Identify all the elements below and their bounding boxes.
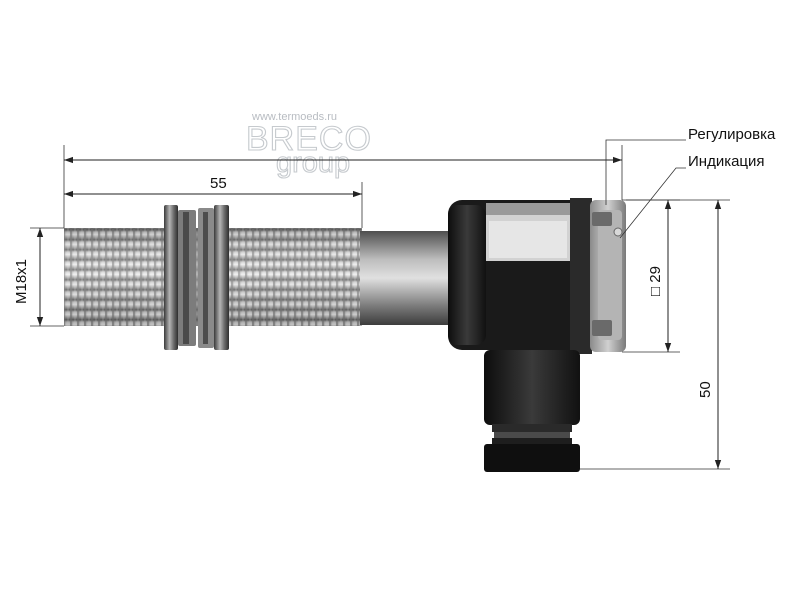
watermark-brand: BRECO [246, 120, 372, 158]
watermark-group: group [276, 147, 350, 179]
watermark-url: www.termoeds.ru [251, 111, 337, 123]
dimension-lines [30, 139, 730, 470]
callout-adjustment: Регулировка [688, 126, 776, 143]
mounting-nut-left [164, 205, 196, 350]
dim-housing-29: □ 29 [647, 266, 664, 296]
adjustment-cap [570, 198, 626, 354]
mounting-nut-right [198, 205, 229, 350]
dim-height-50: 50 [697, 381, 714, 398]
dim-thread-m18x1: M18x1 [13, 259, 30, 304]
cable-connector [484, 350, 580, 472]
indicator-led [613, 227, 623, 237]
watermark: www.termoeds.ru BRECO group [245, 111, 372, 180]
callout-indication: Индикация [688, 153, 765, 170]
smooth-shaft [360, 231, 455, 325]
sensor-body [64, 198, 626, 472]
dim-length-55: 55 [210, 175, 227, 192]
